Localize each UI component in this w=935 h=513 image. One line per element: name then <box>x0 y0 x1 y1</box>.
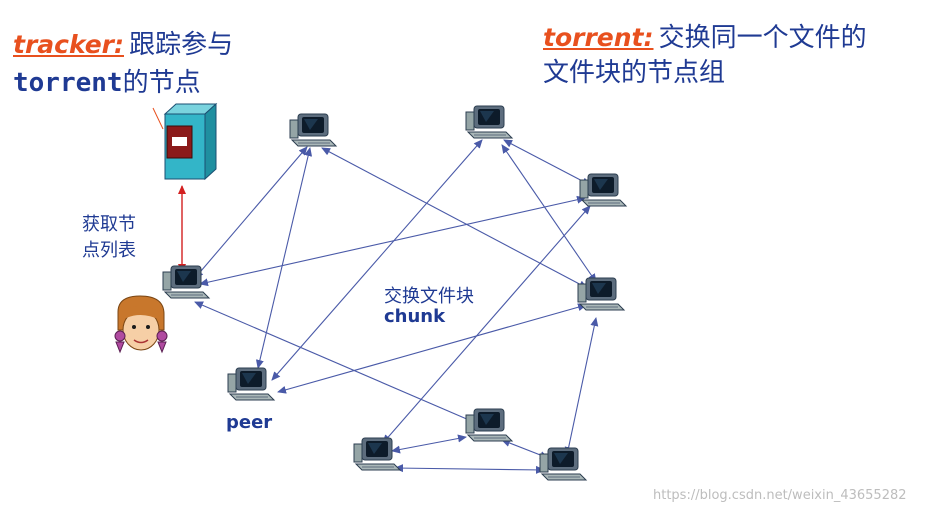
link-g-h <box>391 434 467 454</box>
computer-icon <box>227 367 275 401</box>
tracker-link-label-2: 点列表 <box>82 240 136 261</box>
link-f-c <box>277 303 587 394</box>
tracker-torrent-word: torrent <box>13 68 123 98</box>
peer-label: peer <box>226 412 273 433</box>
link-b-c <box>255 147 313 369</box>
tracker-desc-1: 跟踪参与 <box>129 30 234 60</box>
computer-icon <box>579 173 627 207</box>
torrent-keyword: torrent: <box>543 23 654 52</box>
tracker-link-label-1: 获取节 <box>82 214 136 235</box>
tracker-desc-2: 的节点 <box>122 68 201 98</box>
torrent-title-line2: 文件块的节点组 <box>543 58 726 88</box>
watermark: https://blog.csdn.net/weixin_43655282 <box>653 488 907 503</box>
peer-links <box>194 139 599 474</box>
computer-icon <box>465 408 513 442</box>
link-d-e <box>503 139 591 186</box>
tracker-pointer-line <box>152 107 164 130</box>
computer-icon <box>577 277 625 311</box>
torrent-desc-1: 交换同一个文件的 <box>658 23 867 53</box>
link-a-e <box>199 195 586 287</box>
computer-icon <box>465 105 513 139</box>
exchange-label-1: 交换文件块 <box>384 286 474 307</box>
link-g-i <box>394 464 545 474</box>
computer-icon <box>353 437 401 471</box>
exchange-label-2: chunk <box>384 306 446 327</box>
link-b-f <box>321 147 588 289</box>
torrent-title-line1: torrent: 交换同一个文件的 <box>543 17 867 54</box>
tracker-title-line1: tracker: 跟踪参与 <box>13 24 233 61</box>
computer-icon <box>539 447 587 481</box>
link-f-i <box>564 317 599 456</box>
computer-icon <box>162 265 210 299</box>
server-icon <box>163 102 218 181</box>
person-icon <box>114 295 168 354</box>
computer-icon <box>289 113 337 147</box>
tracker-title-line2: torrent的节点 <box>13 62 201 99</box>
tracker-keyword: tracker: <box>13 30 124 59</box>
